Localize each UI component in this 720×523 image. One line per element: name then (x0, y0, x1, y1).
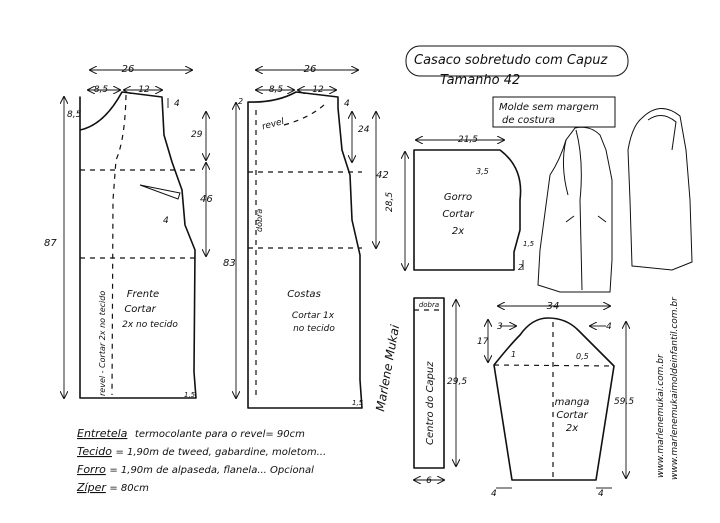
materials-line-3-key: Forro (77, 463, 106, 476)
sleeve-right-cap-label: 4 (606, 322, 612, 332)
front-piece: 26 8,5 12 8,5 4 29 46 4 87 1,5 Frente Co… (44, 64, 213, 399)
sleeve-right-mark-label: 0,5 (576, 352, 589, 361)
coat-back-sketch (627, 108, 693, 271)
sleeve-width-label: 34 (547, 301, 560, 312)
hood-corner-label: 1,5 (523, 240, 535, 248)
back-label-1: Costas (287, 289, 321, 300)
hood-label-1: Gorro (444, 192, 472, 203)
sleeve-hem-right-label: 4 (598, 489, 604, 499)
hood-bottom-label: 2 (518, 263, 523, 272)
materials-line-3: Forro = 1,90m de alpaseda, flanela... Op… (77, 463, 314, 476)
back-hem-label: 1,5 (352, 399, 364, 407)
front-dart (139, 184, 181, 200)
coat-pocket-left (565, 215, 575, 223)
website-url-2: www.marlenemukaimoldeinfantil.com.br (670, 296, 680, 480)
materials-line-3-value: = 1,90m de alpaseda, flanela... Opcional (109, 465, 314, 476)
hood-center-piece: dobra Centro do Capuz 29,5 6 (413, 297, 467, 486)
sleeve-label-1: manga (555, 397, 590, 408)
front-facing-line (111, 94, 127, 396)
back-shoulder-label: 4 (344, 99, 350, 109)
note-line-2: de costura (502, 115, 555, 126)
title-block: Casaco sobretudo com Capuz Tamanho 42 (405, 45, 629, 88)
front-label-1: Frente (127, 289, 159, 300)
back-facing-line (283, 102, 327, 126)
sleeve-outline (493, 317, 615, 481)
note-block: Molde sem margem de costura (492, 96, 616, 128)
materials-line-4-value: = 80cm (109, 483, 149, 494)
note-box (492, 96, 616, 128)
materials-line-1-key: Entretela (77, 427, 128, 440)
front-seg-b-label: 12 (138, 85, 150, 95)
hood-center-fold-label: dobra (419, 301, 439, 309)
hood-label-3: 2x (452, 226, 464, 237)
sleeve-left-mark-label: 1 (511, 350, 516, 359)
front-label-3: 2x no tecido (122, 320, 178, 330)
hood-piece: 21,5 3,5 28,5 1,5 2 Gorro Cortar 2x (385, 135, 535, 272)
coat-pocket-right (597, 215, 607, 223)
coat-front-lapel (562, 139, 569, 196)
hood-outline (413, 149, 522, 271)
title-line-1: Casaco sobretudo com Capuz (414, 53, 608, 68)
materials-line-2: Tecido = 1,90m de tweed, gabardine, mole… (77, 445, 326, 458)
front-facing-label: revel - Cortar 2x no tecido (98, 291, 107, 396)
sleeve-hem-left-label: 4 (491, 489, 497, 499)
back-seg-a-label: 8,5 (269, 85, 284, 95)
front-shoulder-label: 4 (174, 99, 180, 109)
materials-list: Entretela termocolante para o revel= 90c… (76, 427, 326, 494)
back-piece: 26 8,5 12 2 4 revel 24 42 dobra 83 1,5 C… (223, 64, 389, 409)
front-armhole-label: 29 (191, 130, 203, 140)
back-neck-label: 2 (238, 97, 243, 106)
back-fold-label: dobra (255, 209, 264, 232)
back-side-label: 42 (376, 170, 389, 181)
hood-width-label: 21,5 (458, 135, 478, 145)
hood-height-label: 28,5 (385, 192, 395, 212)
materials-line-1-value: termocolante para o revel= 90cm (135, 429, 305, 440)
back-outline (247, 91, 363, 409)
front-hem-label: 1,5 (184, 391, 196, 399)
sleeve-label-3: 2x (566, 423, 578, 434)
back-armhole-label: 24 (358, 125, 370, 135)
sleeve-left-cap-label: 3 (497, 322, 503, 332)
back-label-3: no tecido (293, 324, 335, 334)
coat-front-sketch (537, 126, 613, 293)
title-line-2: Tamanho 42 (440, 73, 520, 88)
coat-illustration (537, 108, 693, 293)
website-url-1: www.marlenemukai.com.br (656, 353, 666, 478)
materials-line-2-key: Tecido (77, 445, 112, 458)
back-seg-b-label: 12 (312, 85, 324, 95)
front-length-label: 87 (44, 238, 57, 249)
front-side-label: 46 (200, 194, 213, 205)
title-bubble (405, 45, 629, 77)
sleeve-cap-line (493, 364, 615, 367)
back-revel-label: revel (261, 117, 286, 133)
front-seg-a-label: 8,5 (94, 85, 109, 95)
sleeve-length-label: 59,5 (614, 397, 634, 407)
sleeve-piece: 34 3 4 17 1 0,5 59,5 manga Cortar 2x 4 4 (477, 301, 634, 499)
front-dart-label: 4 (163, 216, 169, 226)
note-line-1: Molde sem margem (499, 102, 599, 113)
hood-center-label: Centro do Capuz (425, 361, 436, 445)
back-width-label: 26 (304, 64, 317, 75)
front-label-2: Cortar (124, 304, 156, 315)
front-width-label: 26 (122, 64, 135, 75)
back-label-2: Cortar 1x (292, 311, 335, 321)
designer-signature: Marlene Mukai (373, 323, 402, 413)
hood-curve-label: 3,5 (476, 167, 489, 176)
hood-label-2: Cortar (442, 209, 474, 220)
hood-center-length-label: 29,5 (447, 377, 467, 387)
materials-line-1: Entretela termocolante para o revel= 90c… (77, 427, 305, 440)
back-length-label: 83 (223, 258, 236, 269)
materials-line-4: Zíper = 80cm (76, 481, 149, 494)
materials-line-4-key: Zíper (76, 481, 107, 494)
materials-line-2-value: = 1,90m de tweed, gabardine, moletom... (115, 447, 326, 458)
coat-front-zip (575, 129, 583, 291)
coat-back-hood (647, 115, 677, 151)
front-outline (79, 91, 197, 399)
front-neck-label: 8,5 (67, 110, 82, 120)
hood-center-outline (413, 297, 445, 469)
sleeve-cap-height-label: 17 (477, 337, 489, 347)
hood-center-width-label: 6 (426, 476, 432, 486)
sleeve-label-2: Cortar (556, 410, 588, 421)
